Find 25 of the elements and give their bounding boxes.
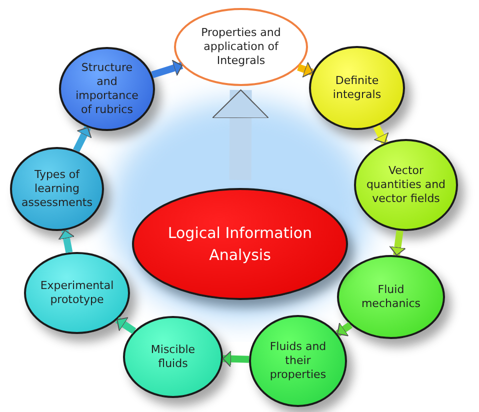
arrow — [73, 126, 92, 152]
node-label: Types of learning assessments — [22, 168, 92, 210]
arrow — [297, 62, 314, 78]
ellipse-node — [337, 255, 445, 339]
ellipse-node — [123, 316, 223, 398]
node-label: Logical Information Analysis — [166, 223, 314, 266]
node-label: Properties and application of Integrals — [200, 26, 282, 68]
node-label: Fluids and their properties — [268, 340, 328, 382]
arrow — [151, 60, 184, 78]
node-label: Fluid mechanics — [360, 283, 422, 311]
node-label: Experimental prototype — [39, 279, 115, 307]
ellipse-node — [309, 46, 405, 130]
node-label: Miscible fluids — [150, 343, 196, 371]
arrow — [336, 322, 353, 337]
node-label: Definite integrals — [332, 74, 382, 102]
arrow — [389, 230, 406, 256]
arrow — [212, 90, 270, 180]
arrow — [222, 350, 250, 368]
arrow — [58, 230, 75, 254]
arrow — [115, 316, 136, 334]
node-label: Vector quantities and vector fields — [366, 164, 446, 206]
ellipse-node — [249, 315, 347, 407]
ellipse-node — [354, 139, 458, 231]
node-label: Structure and importance of rubrics — [74, 61, 140, 117]
arrow — [373, 124, 389, 145]
